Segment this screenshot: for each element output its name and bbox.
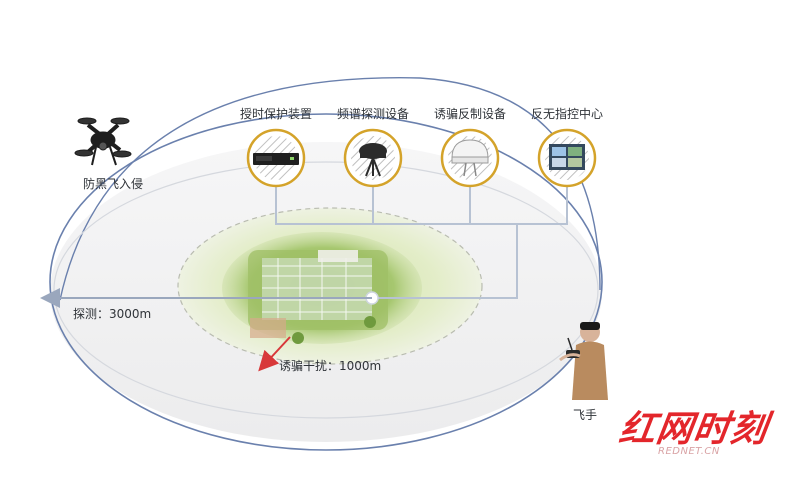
node-timing	[246, 128, 306, 188]
node-center	[537, 128, 597, 188]
radar-tripod-icon	[359, 143, 387, 177]
detect-range-label: 探测：3000m	[73, 307, 152, 321]
rack-device-icon	[253, 153, 299, 165]
watermark-logo: 红网时刻	[616, 408, 771, 450]
node-spectrum	[343, 128, 403, 188]
jam-range-label: 诱骗干扰：1000m	[279, 359, 382, 373]
node-spoof	[440, 128, 500, 188]
dome-antenna-icon	[451, 139, 489, 177]
node-label-center: 反无指控中心	[531, 106, 603, 121]
pilot-label: 飞手	[573, 408, 598, 422]
drone-icon	[74, 117, 132, 166]
node-label-spoof: 诱骗反制设备	[434, 106, 506, 121]
control-monitor-icon	[549, 144, 585, 170]
detection-ring	[49, 113, 603, 451]
connector-lines	[275, 185, 568, 299]
watermark-url: REDNET.CN	[658, 446, 720, 457]
jam-arrow	[258, 336, 291, 372]
anti-intrusion-label: 防黑飞入侵	[83, 177, 144, 191]
node-label-spectrum: 频谱探测设备	[337, 107, 409, 121]
node-label-timing: 授时保护装置	[240, 106, 312, 121]
pilot-icon	[559, 322, 608, 400]
substation-image	[222, 232, 422, 344]
